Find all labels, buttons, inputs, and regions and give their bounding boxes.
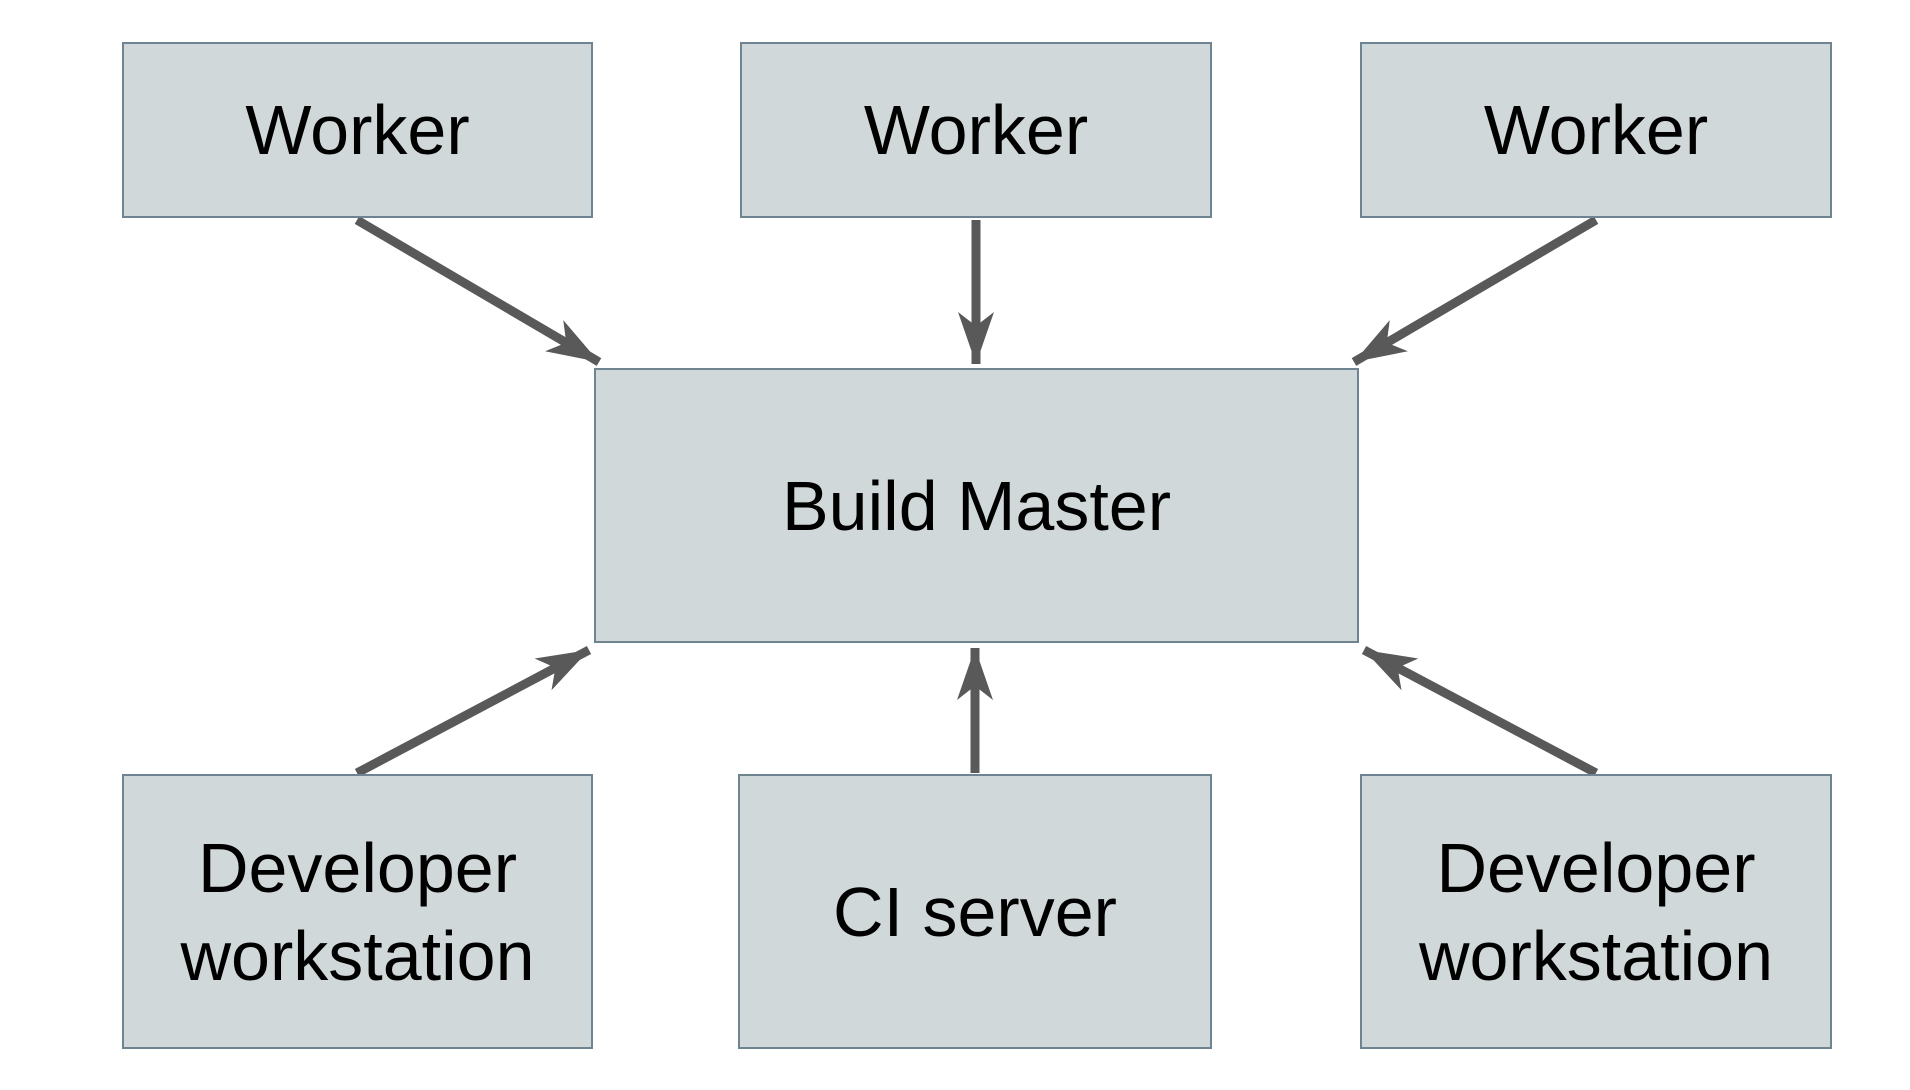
arrow-worker-1-to-build-master <box>354 216 602 366</box>
arrow-worker-3-to-build-master <box>1351 216 1599 366</box>
node-ci-server: CI server <box>738 774 1212 1049</box>
node-worker-3: Worker <box>1360 42 1832 218</box>
node-developer-workstation-2: Developer workstation <box>1360 774 1832 1049</box>
node-worker-1: Worker <box>122 42 593 218</box>
node-label-developer-workstation-1: Developer workstation <box>180 828 535 995</box>
node-build-master: Build Master <box>594 368 1359 643</box>
node-label-ci-server: CI server <box>833 872 1117 951</box>
arrow-developer-workstation-1-to-build-master <box>354 646 592 777</box>
node-worker-2: Worker <box>740 42 1212 218</box>
node-label-developer-workstation-2: Developer workstation <box>1418 828 1774 995</box>
node-label-worker-3: Worker <box>1483 91 1709 169</box>
node-label-worker-1: Worker <box>245 91 470 169</box>
node-developer-workstation-1: Developer workstation <box>122 774 593 1049</box>
node-label-build-master: Build Master <box>781 466 1172 545</box>
arrow-developer-workstation-2-to-build-master <box>1361 646 1599 777</box>
node-label-worker-2: Worker <box>863 91 1089 169</box>
